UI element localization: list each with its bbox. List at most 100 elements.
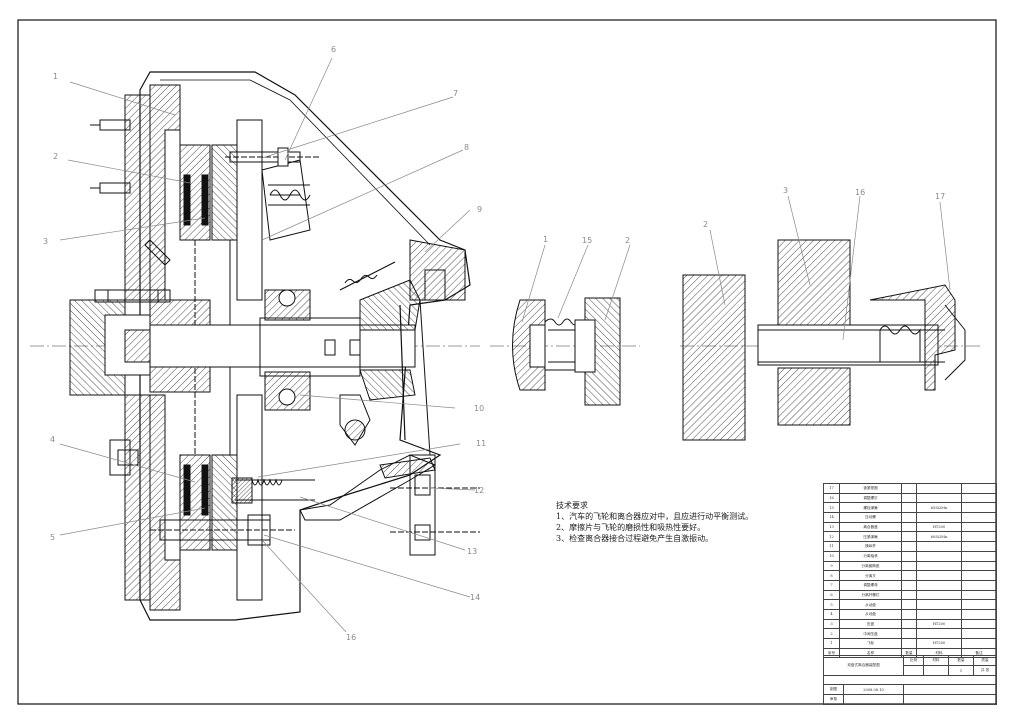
- callout-5: 5: [50, 533, 55, 542]
- bom-cell-note: [961, 531, 997, 543]
- detail-b-callouts: 2 3 16 17: [703, 186, 945, 229]
- bom-cell-note: [961, 521, 997, 533]
- bom-cell-qty: [901, 483, 917, 494]
- bom-cell-name: 压紧弹簧: [839, 531, 902, 543]
- bom-cell-qty: [901, 541, 917, 552]
- bom-cell-name: 调整螺母: [839, 579, 902, 591]
- bom-cell-qty: [901, 618, 917, 630]
- bom-cell-note: [961, 512, 997, 523]
- callout-13: 13: [467, 547, 477, 556]
- bom-cell-name: 压盘: [839, 618, 902, 630]
- bom-cell-qty: [901, 579, 917, 591]
- bom-cell-note: [961, 599, 997, 610]
- callout-14: 14: [470, 593, 480, 602]
- callout-8: 8: [464, 143, 469, 152]
- bom-cell-qty: [901, 550, 917, 562]
- bom-cell-name: 分离轴承: [839, 550, 902, 562]
- bom-cell-no: 1: [823, 638, 840, 649]
- callout-16: 16: [346, 633, 356, 642]
- bom-cell-qty: [901, 638, 917, 649]
- bom-cell-note: [961, 579, 997, 591]
- bom-cell-mat: [916, 483, 962, 494]
- callout-4: 4: [50, 435, 55, 444]
- bom-cell-no: 16: [823, 492, 840, 504]
- detail-view-a: [490, 297, 640, 406]
- bom-cell-name: 分离叉: [839, 570, 902, 581]
- bom-cell-note: [961, 560, 997, 572]
- bom-cell-note: [961, 618, 997, 630]
- bom-cell-name: 分离杆螺钉: [839, 589, 902, 601]
- bom-cell-note: [961, 483, 997, 494]
- weight-label: 质量: [973, 655, 997, 666]
- bom-cell-mat: [916, 579, 962, 591]
- checker-label: 审核: [823, 694, 844, 705]
- bom-cell-qty: [901, 512, 917, 523]
- bom-cell-qty: [901, 570, 917, 581]
- bom-cell-mat: 60Si2Mn: [916, 531, 962, 543]
- main-assembly-view: [30, 71, 480, 621]
- bom-cell-mat: HT200: [916, 618, 962, 630]
- design-date: 2008.08.10: [843, 684, 904, 695]
- bom-cell-qty: [901, 492, 917, 504]
- bom-cell-name: 锁紧垫圈: [839, 483, 902, 494]
- bom-cell-no: 11: [823, 541, 840, 552]
- note-3: 3、检查离合器接合过程避免产生自激振动。: [556, 534, 714, 543]
- bom-cell-qty: [901, 628, 917, 639]
- bom-cell-name: 飞轮: [839, 638, 902, 649]
- notes-title: 技术要求: [556, 501, 588, 510]
- designer-label: 制图: [823, 684, 844, 695]
- bom-cell-no: 5: [823, 599, 840, 610]
- bom-cell-note: [961, 638, 997, 649]
- bom-cell-name: 分离套筒座: [839, 560, 902, 572]
- technical-requirements: 技术要求 1、汽车的飞轮和离合器应对中，且应进行动平衡测试。 2、摩擦片与飞轮的…: [556, 500, 816, 544]
- detail-a-callout-1: 1: [543, 235, 548, 244]
- drawing-frame: [17, 19, 997, 705]
- bom-cell-qty: [901, 560, 917, 572]
- bom-cell-mat: [916, 560, 962, 572]
- bom-cell-qty: [901, 521, 917, 533]
- bom-cell-no: 4: [823, 608, 840, 620]
- scale-label: 比例: [903, 655, 924, 666]
- bom-cell-qty: [901, 599, 917, 610]
- callout-12: 12: [474, 486, 484, 495]
- bom-cell-mat: [916, 589, 962, 601]
- callout-7: 7: [453, 89, 458, 98]
- sheet-label: 共 张: [973, 665, 997, 676]
- bom-cell-mat: [916, 550, 962, 562]
- drawing-name: 双盘式离合器装配图: [823, 655, 904, 676]
- bom-cell-no: 6: [823, 589, 840, 601]
- detail-b-callout-3: 3: [783, 186, 788, 195]
- bom-cell-note: [961, 550, 997, 562]
- bom-cell-note: [961, 628, 997, 639]
- bom-cell-mat: [916, 512, 962, 523]
- bom-cell-note: [961, 589, 997, 601]
- bom-cell-mat: [916, 599, 962, 610]
- material-label: 材料: [923, 655, 949, 666]
- bom-cell-note: [961, 541, 997, 552]
- note-1: 1、汽车的飞轮和离合器应对中，且应进行动平衡测试。: [556, 512, 754, 521]
- bom-cell-name: 从动盘: [839, 599, 902, 610]
- detail-b-callout-17: 17: [935, 192, 945, 201]
- detail-a-callouts: 1 15 2: [543, 235, 630, 245]
- bom-cell-no: 7: [823, 579, 840, 591]
- bom-cell-note: [961, 570, 997, 581]
- bom-cell-mat: [916, 570, 962, 581]
- bom-cell-no: 8: [823, 570, 840, 581]
- bom-cell-note: [961, 502, 997, 514]
- callout-9: 9: [477, 205, 482, 214]
- bom-cell-mat: [916, 492, 962, 504]
